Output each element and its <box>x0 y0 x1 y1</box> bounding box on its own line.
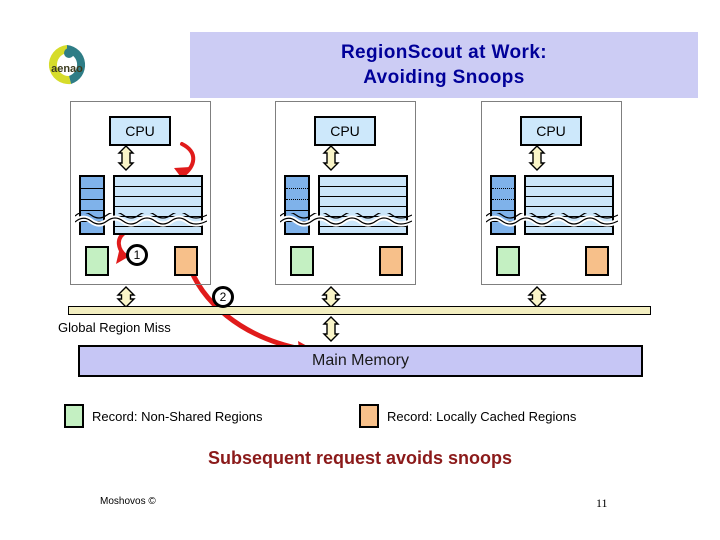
aenao-logo: aenao <box>38 36 96 94</box>
slide-title-banner: RegionScout at Work: Avoiding Snoops <box>190 32 698 98</box>
cpu-box[interactable]: CPU <box>109 116 171 146</box>
cache-data-array <box>318 175 408 235</box>
legend: Record: Non-Shared Regions Record: Local… <box>64 404 664 430</box>
step-marker-1: 1 <box>126 244 148 266</box>
legend-swatch-green <box>64 404 84 428</box>
bus-memory-biarrow <box>322 316 340 342</box>
region-tag-array <box>490 175 516 235</box>
legend-swatch-orange <box>359 404 379 428</box>
node-bus-biarrow-1 <box>321 286 341 308</box>
cpu-box[interactable]: CPU <box>520 116 582 146</box>
red-arrow-cpu-to-cache <box>174 142 196 180</box>
cpu-box[interactable]: CPU <box>314 116 376 146</box>
slide-tagline: Subsequent request avoids snoops <box>207 448 513 468</box>
system-bus <box>68 306 651 315</box>
cpu-node-2[interactable]: CPU <box>481 101 622 285</box>
logo-text: aenao <box>51 63 83 75</box>
region-tag-array <box>79 175 105 235</box>
region-tag-array <box>284 175 310 235</box>
cache-data-array <box>113 175 203 235</box>
cpu-cache-biarrow-1 <box>322 145 340 171</box>
locally-cached-region-indicator <box>379 246 403 276</box>
slide-title-line-2: Avoiding Snoops <box>363 67 525 88</box>
non-shared-region-indicator <box>290 246 314 276</box>
legend-label-non-shared: Record: Non-Shared Regions <box>92 408 263 424</box>
non-shared-region-indicator <box>85 246 109 276</box>
cpu-cache-biarrow-0 <box>117 145 135 171</box>
global-region-miss-label: Global Region Miss <box>58 320 171 335</box>
locally-cached-region-indicator <box>585 246 609 276</box>
cpu-cache-biarrow-group <box>117 145 546 171</box>
step-marker-2: 2 <box>212 286 234 308</box>
node-bus-biarrow-2 <box>527 286 547 308</box>
cache-data-array <box>524 175 614 235</box>
node-bus-biarrow-0 <box>116 286 136 308</box>
legend-label-locally-cached: Record: Locally Cached Regions <box>387 408 577 424</box>
locally-cached-region-indicator <box>174 246 198 276</box>
legend-item-non-shared: Record: Non-Shared Regions <box>64 404 263 428</box>
slide-title-line-1: RegionScout at Work: <box>340 42 548 63</box>
legend-item-locally-cached: Record: Locally Cached Regions <box>359 404 576 428</box>
footer-page-number: 11 <box>596 496 608 510</box>
node-bus-biarrow-group <box>116 286 547 308</box>
cpu-node-1[interactable]: CPU <box>275 101 416 285</box>
main-memory-box: Main Memory <box>78 345 643 377</box>
cpu-cache-biarrow-2 <box>528 145 546 171</box>
footer-author: Moshovos © <box>100 496 156 507</box>
non-shared-region-indicator <box>496 246 520 276</box>
